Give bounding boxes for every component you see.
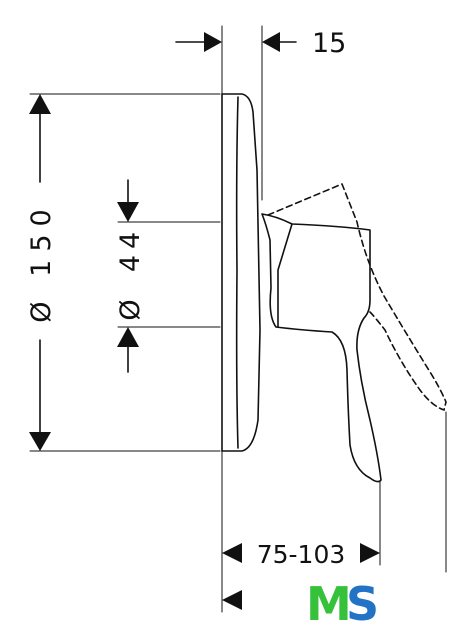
dim-15 [175, 32, 297, 52]
ms-logo: M S [306, 577, 379, 631]
dim-150 [29, 94, 51, 451]
dim-44 [117, 179, 139, 373]
plate-bevel-line [235, 96, 239, 449]
dim-75-103-label: 75-103 [257, 540, 346, 569]
logo-letter-s: S [346, 577, 379, 631]
plate-outline [221, 93, 261, 452]
wall-plate [221, 93, 261, 452]
dim-44-label: 44 [115, 226, 146, 272]
dim-15-label: 15 [312, 28, 346, 59]
dim-44-diameter-symbol: Ø [115, 299, 146, 320]
lever-handle-dashed [267, 183, 447, 411]
extension-lines [29, 25, 447, 613]
lever-handle-inner-edge [277, 223, 293, 328]
dim-75-103 [222, 543, 380, 610]
logo-letter-m: M [306, 577, 352, 631]
dim-150-label: Ø 150 [26, 201, 57, 322]
lever-handle-solid [261, 213, 382, 483]
